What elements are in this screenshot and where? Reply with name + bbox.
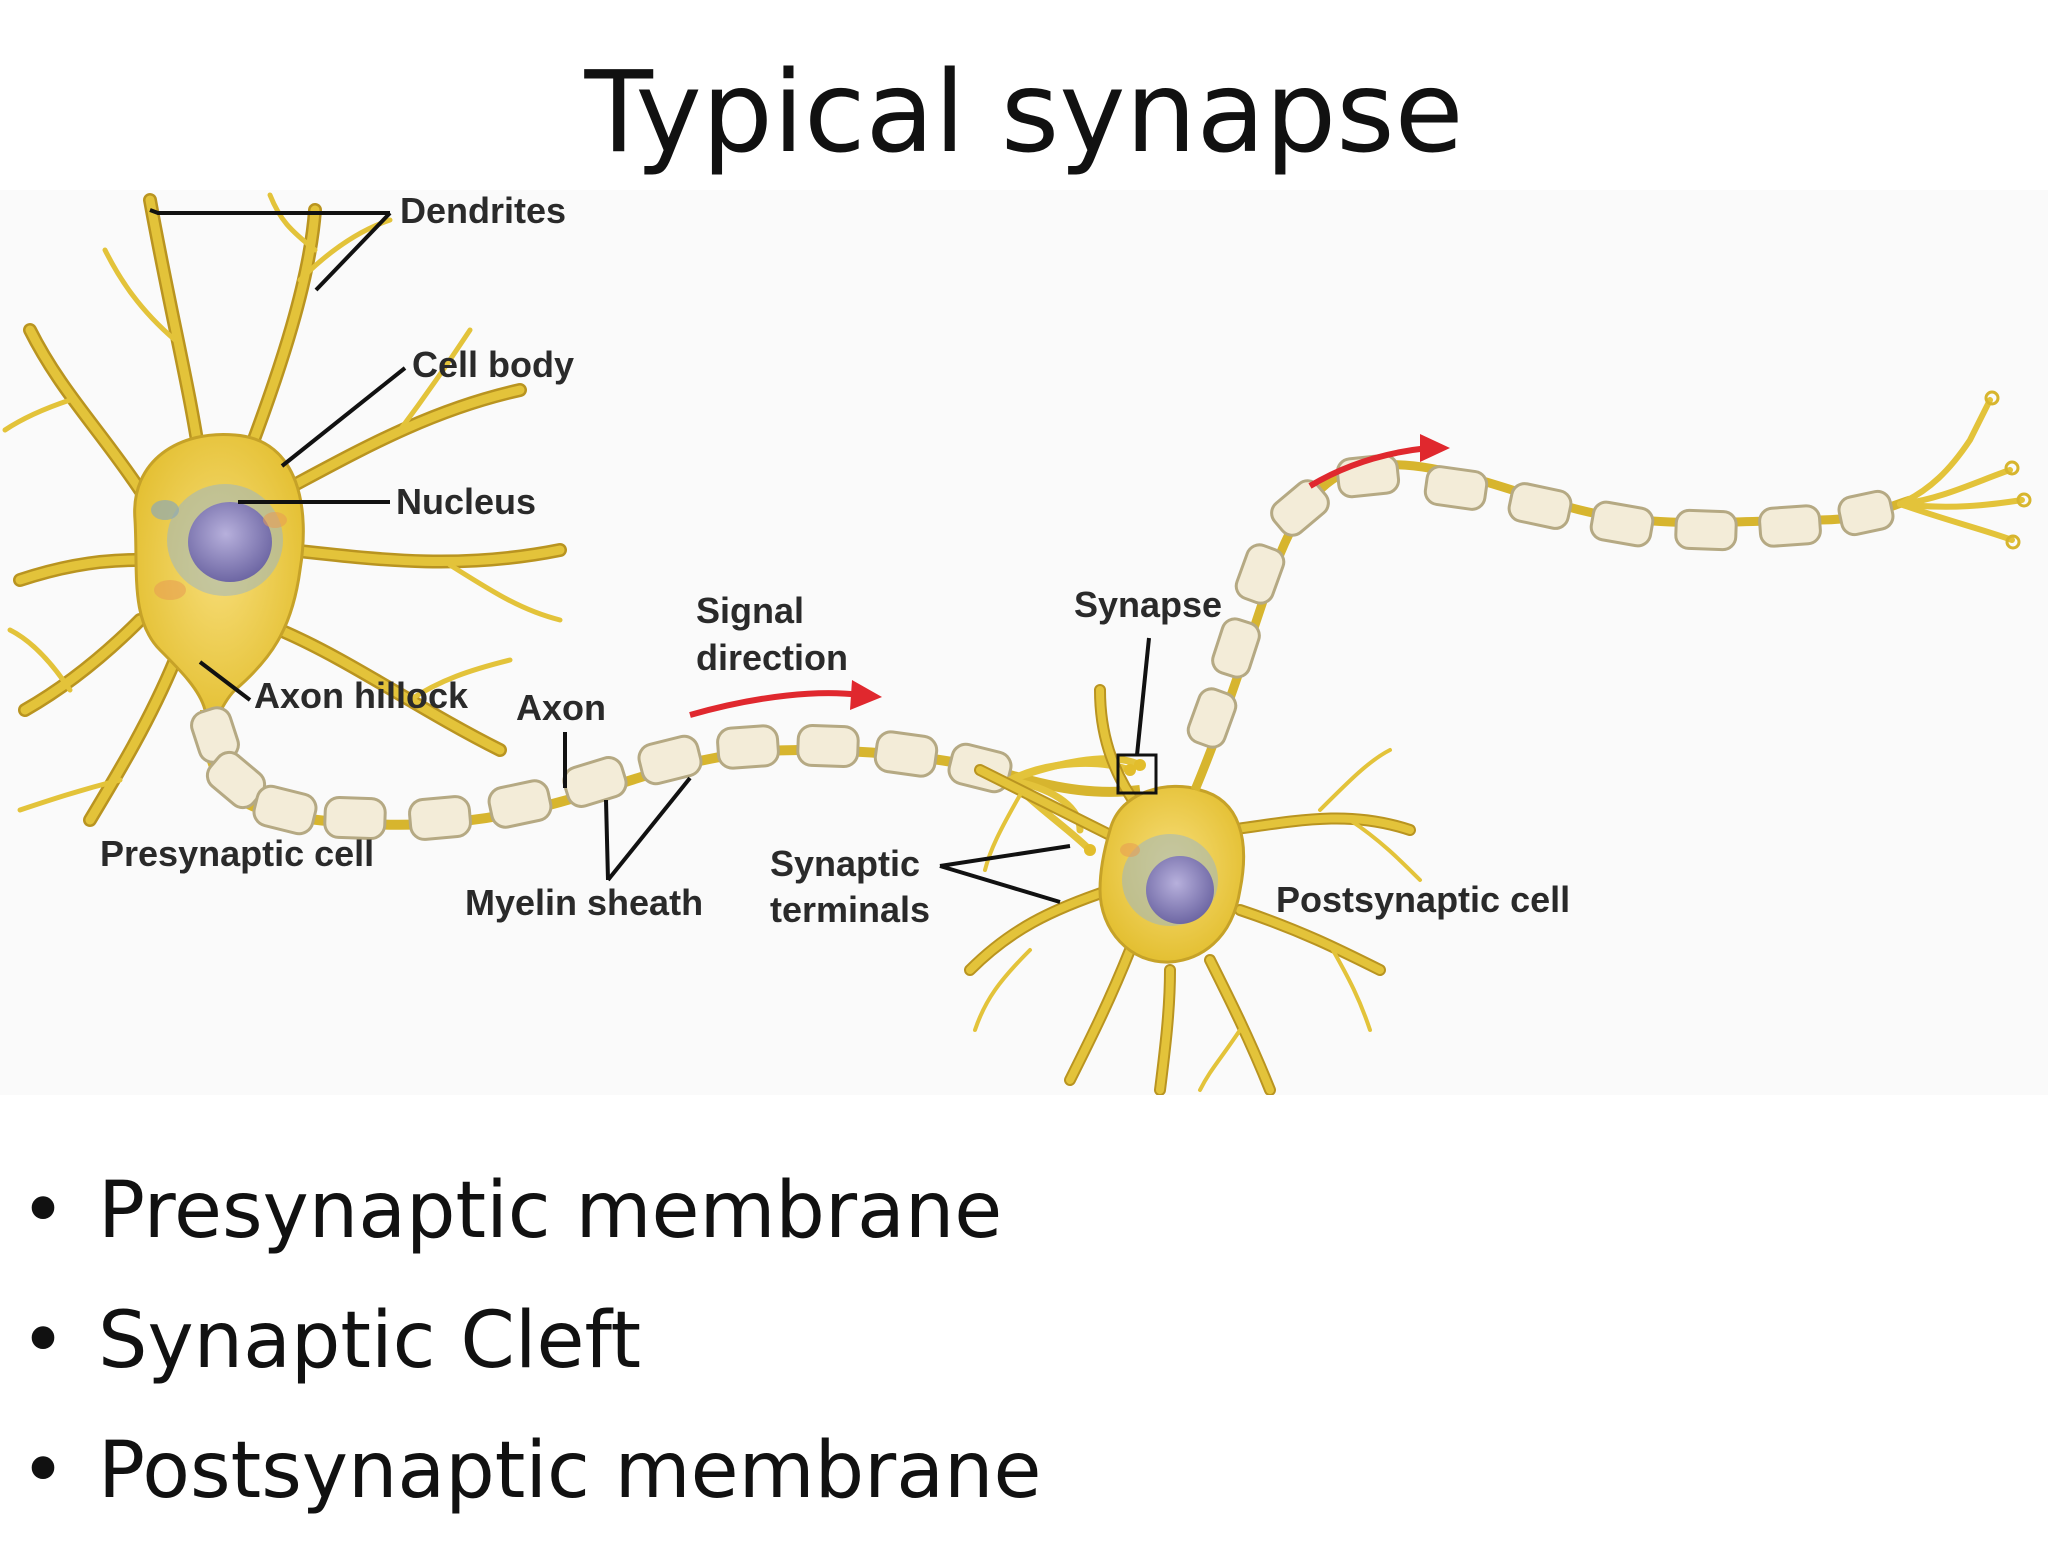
presynaptic-nucleus: [188, 502, 272, 582]
presynaptic-dendrites: [2, 192, 567, 827]
bullet-list: • Presynaptic membrane • Synaptic Cleft • P…: [20, 1160, 1041, 1550]
postsynaptic-myelin-sheath: [1186, 453, 1895, 749]
presynaptic-soma: [133, 432, 305, 729]
label-myelin-sheath: Myelin sheath: [465, 882, 703, 923]
bullet-text: Synaptic Cleft: [98, 1296, 642, 1386]
leader-lines: [149, 208, 1151, 904]
bullet-item: • Presynaptic membrane: [20, 1160, 1041, 1290]
slide-title: Typical synapse: [584, 48, 1464, 178]
neuron-illustration: Dendrites Cell body Nucleus Axon hillock…: [2, 190, 2032, 1095]
bullet-text: Postsynaptic membrane: [98, 1426, 1042, 1516]
bullet-dot: •: [20, 1166, 67, 1256]
postsynaptic-soma: [1098, 784, 1246, 964]
label-cell-body: Cell body: [412, 344, 574, 385]
signal-arrow-upper: [1308, 434, 1450, 489]
label-presynaptic-cell: Presynaptic cell: [100, 833, 374, 874]
label-dendrites: Dendrites: [400, 190, 566, 231]
bullet-item: • Synaptic Cleft: [20, 1290, 1041, 1420]
label-axon: Axon: [516, 687, 606, 728]
bullet-dot: •: [20, 1426, 67, 1516]
signal-arrow-lower: [689, 680, 882, 718]
label-synaptic-terminals-1: Synaptic: [770, 843, 920, 884]
label-nucleus: Nucleus: [396, 481, 536, 522]
label-axon-hillock: Axon hillock: [254, 675, 469, 716]
label-postsynaptic-cell: Postsynaptic cell: [1276, 879, 1570, 920]
bullet-dot: •: [20, 1296, 67, 1386]
presynaptic-myelin-sheath: [190, 706, 1013, 841]
neuron-diagram: Dendrites Cell body Nucleus Axon hillock…: [0, 190, 2048, 1095]
label-synaptic-terminals-2: terminals: [770, 889, 930, 930]
postsynaptic-axon-terminals: [1897, 390, 2032, 550]
label-synapse: Synapse: [1074, 584, 1222, 625]
postsynaptic-nucleus: [1146, 856, 1214, 924]
label-signal-direction-1: Signal: [696, 590, 804, 631]
postsynaptic-dendrites: [964, 684, 1422, 1095]
bullet-item: • Postsynaptic membrane: [20, 1420, 1041, 1550]
bullet-text: Presynaptic membrane: [98, 1166, 1003, 1256]
label-signal-direction-2: direction: [696, 637, 848, 678]
